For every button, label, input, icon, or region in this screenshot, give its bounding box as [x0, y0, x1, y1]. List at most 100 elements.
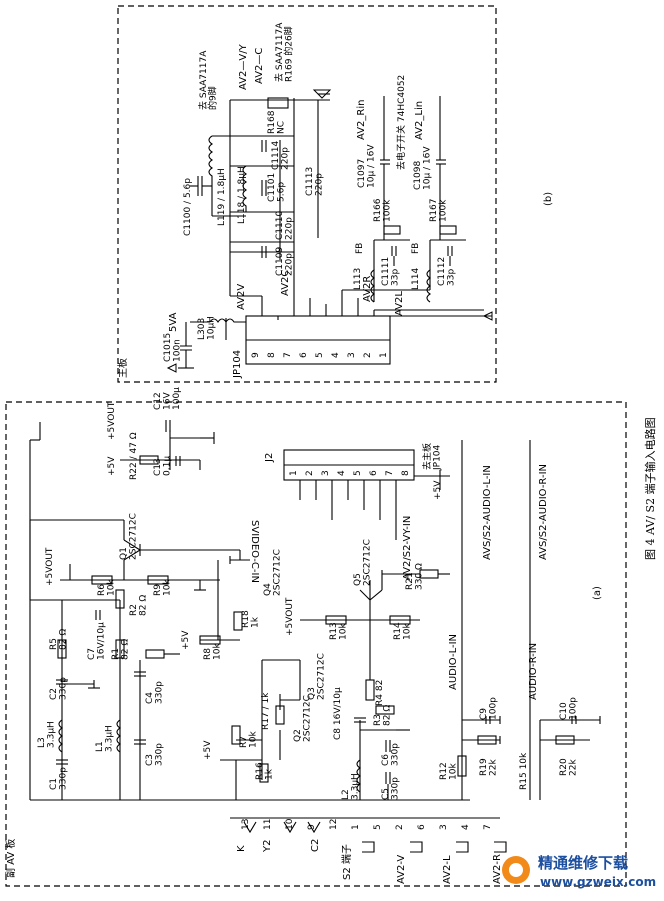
- main-board-conn-label: 去主板JP104: [421, 443, 442, 471]
- jp104-pin-5: 5: [315, 352, 325, 358]
- lc-filter-ladder: [190, 93, 330, 260]
- net-av2v: AV2V: [236, 284, 247, 310]
- net-svideo-c: SVIDEO-C-IN: [249, 520, 260, 583]
- comp-fb1: FB: [355, 243, 365, 254]
- j2-pin-7: 7: [385, 470, 395, 476]
- net-5v-1: +5V: [181, 630, 191, 650]
- comp-r168: R168NC: [267, 110, 286, 134]
- comp-c1114: C1114220p: [271, 141, 290, 170]
- jp104-pin-7: 7: [283, 352, 293, 358]
- jp104-pin-3: 3: [347, 352, 357, 358]
- jp104-pin-8: 8: [267, 352, 277, 358]
- comp-r3: R382 Ω: [373, 705, 392, 726]
- comp-q4: Q42SC2712C: [263, 549, 282, 596]
- ground-rails: [29, 422, 470, 801]
- s2-pin-4: 4: [461, 824, 471, 830]
- panel-a-border: [5, 401, 627, 887]
- jp104-pin-1: 1: [379, 352, 389, 358]
- net-av-r: AVS/S2-AUDIO-R-IN: [538, 464, 549, 560]
- j2-pin-8: 8: [401, 470, 411, 476]
- net-av2-vy: AV2—V/Y: [238, 43, 249, 90]
- j2-pin-3: 3: [321, 470, 331, 476]
- panel-b-sublabel: (b): [543, 192, 554, 206]
- note-to-74hc4052: 去电子开关 74HC4052: [395, 75, 407, 170]
- s2-pin-10: 10: [285, 818, 295, 830]
- comp-r8: R810k: [203, 643, 222, 660]
- j2-pin-5: 5: [353, 470, 363, 476]
- comp-c1113: C1113220p: [305, 167, 324, 196]
- panel-b-board-label: 主板: [116, 358, 129, 378]
- comp-c8: C8 16V/10μ: [333, 687, 343, 740]
- jp104-pin-4: 4: [331, 352, 341, 358]
- panel-a-sublabel: (a): [592, 586, 603, 600]
- comp-r16: R161k: [255, 762, 274, 780]
- comp-r167: R167100k: [429, 199, 448, 222]
- comp-r17: R17 / 1k: [261, 692, 271, 730]
- s2-pin-5: 5: [373, 824, 383, 830]
- net-5vout-2: +5VOUT: [285, 597, 295, 636]
- conn-k: K: [236, 845, 247, 852]
- comp-r15: R15 10k: [519, 752, 529, 790]
- comp-c7: C716V/10μ: [87, 622, 106, 660]
- comp-r7: R710k: [239, 731, 258, 748]
- comp-r5: R582 Ω: [49, 629, 68, 650]
- comp-c6: C6330p: [381, 743, 400, 766]
- s2-pin-6: 6: [417, 824, 427, 830]
- jp104-pin-6: 6: [299, 352, 309, 358]
- comp-c1: C1330p: [49, 767, 68, 790]
- jp104-pin-9: 9: [251, 352, 261, 358]
- power-decoupling: [120, 420, 215, 470]
- c-filter-chain: [354, 705, 410, 800]
- audio-l-branch: [457, 440, 501, 800]
- net-av2c: AV2C: [280, 270, 291, 296]
- comp-c1112: C111233p: [437, 257, 456, 286]
- conn-av2v: AV2-V: [396, 855, 407, 884]
- comp-c1109: C1109220p: [275, 247, 294, 276]
- audio-r-branch: [529, 440, 601, 800]
- comp-l2: L23.3μH: [341, 773, 360, 800]
- comp-r19: R1922k: [479, 758, 498, 776]
- q2-q3-darlington: [220, 659, 301, 800]
- comp-c12: C1216V100μ: [153, 387, 182, 410]
- comp-r9: R910k: [153, 579, 172, 596]
- comp-c1097: C109710μ / 16V: [357, 144, 376, 188]
- comp-c13: C130.1μ: [153, 456, 172, 476]
- net-5v-3: +5V: [433, 480, 443, 500]
- net-5vout-1: +5VOUT: [45, 547, 55, 586]
- comp-r1: R182 Ω: [111, 639, 130, 660]
- comp-q5: Q52SC2712C: [353, 539, 372, 586]
- panel-a-board-label: 副 AV 板: [4, 839, 17, 878]
- comp-l303: L30310μH: [197, 316, 216, 340]
- comp-r12: R1210k: [439, 762, 458, 780]
- comp-c10: C10100p: [559, 697, 578, 720]
- j2-pin-1: 1: [289, 470, 299, 476]
- figure-caption: 图 4 AV/ S2 端子输入电路图: [643, 417, 657, 560]
- s2-pin-7: 7: [483, 824, 493, 830]
- comp-l114: L114: [411, 268, 421, 290]
- comp-l119: L119 / 1.8μH: [217, 168, 227, 226]
- comp-r2: R282 Ω: [129, 595, 148, 616]
- watermark-url: www.gzweix.com: [540, 875, 656, 889]
- comp-r20: R2022k: [559, 758, 578, 776]
- s2-pin-3: 3: [439, 824, 449, 830]
- comp-r21: R21330 Ω: [405, 563, 424, 590]
- comp-r13: R1310k: [329, 622, 348, 640]
- panel-b-border: [117, 5, 497, 383]
- comp-q3: Q32SC2712C: [307, 653, 326, 700]
- j2-label: J2: [264, 453, 275, 463]
- net-av2l: AV2L: [394, 291, 405, 316]
- net-audio-l: AUDIO-L-IN: [448, 634, 459, 690]
- j2-pin-2: 2: [305, 470, 315, 476]
- comp-r22: R22 / 47 Ω: [129, 432, 139, 480]
- net-audio-r: AUDIO-R-IN: [528, 643, 539, 700]
- audio-l-chain: [426, 96, 466, 303]
- power-filter-5va: 5VA L30310μH C1015100n: [163, 312, 246, 373]
- net-av2r: AV2R: [362, 276, 373, 302]
- comp-c1110: C1110220p: [275, 211, 294, 240]
- s2-pin-9: 9: [307, 824, 317, 830]
